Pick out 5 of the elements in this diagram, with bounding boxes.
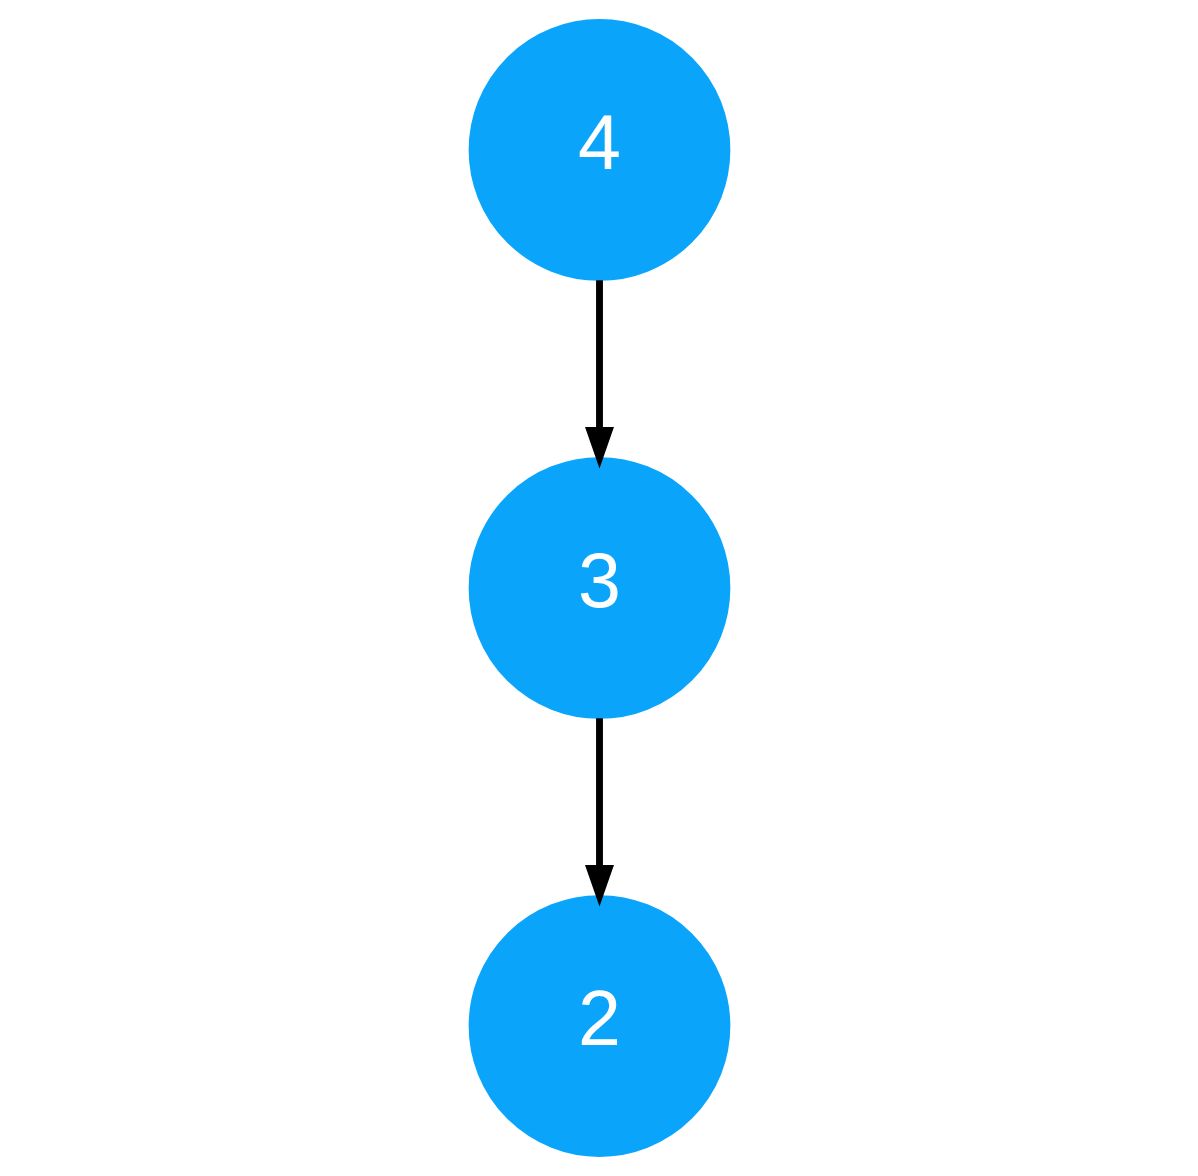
node-circle: 2: [468, 895, 730, 1157]
arrow: [584, 718, 614, 907]
arrow: [584, 280, 614, 469]
node-circle: 3: [468, 457, 730, 719]
node-circle: 4: [468, 19, 730, 281]
